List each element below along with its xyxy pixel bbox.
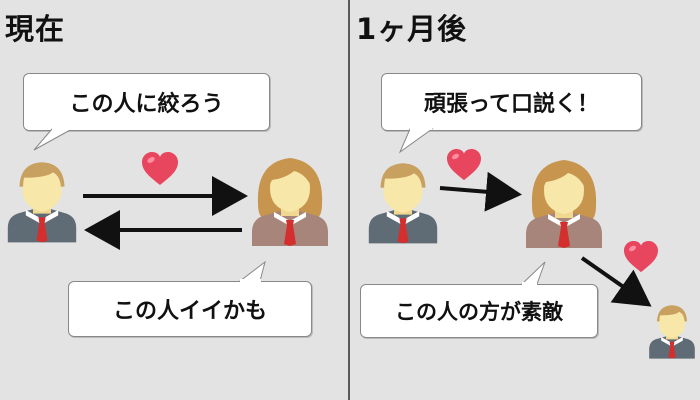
heading-now: 現在	[5, 12, 66, 46]
speech-bubble-man-now: この人に絞ろう	[23, 73, 270, 131]
heading-later: 1ヶ月後	[356, 12, 468, 46]
speech-bubble-man-later: 頑張って口説く！	[381, 73, 642, 131]
speech-bubble-man-woman-later: この人の方が素敵	[360, 284, 598, 338]
panel-now: 現在 この人に絞ろう この人イイかも	[0, 0, 349, 400]
panel-later: 1ヶ月後 頑張って口説く！ この人の方が素敵	[351, 0, 700, 400]
panel-divider	[348, 0, 350, 400]
speech-bubble-woman-now: この人イイかも	[68, 281, 312, 337]
